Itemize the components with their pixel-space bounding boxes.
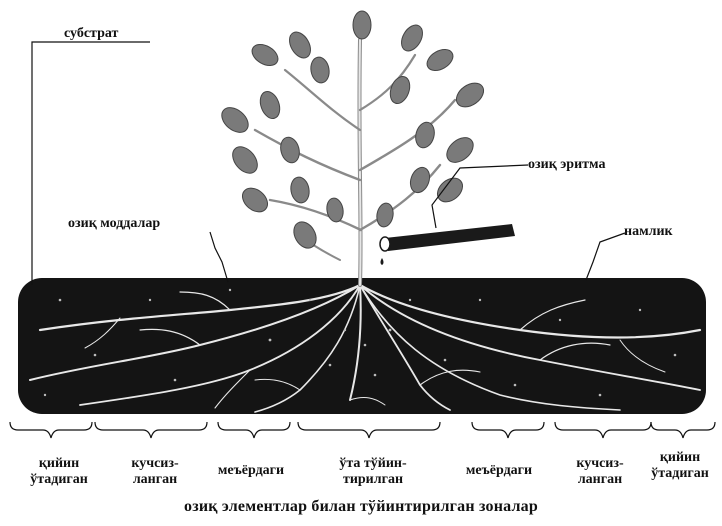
figure-caption: озиқ элементлар билан тўйинтирилган зона… [0, 498, 722, 516]
plant-stem [255, 40, 455, 285]
label-nutrients: озиқ моддалар [68, 216, 160, 231]
zone-label-2: кучсиз-ланган [110, 456, 200, 488]
label-moisture: намлик [624, 224, 673, 239]
substrate-slab [18, 278, 706, 414]
zone-label-6: кучсиз-ланган [555, 456, 645, 488]
label-nutrient-solution: озиқ эритма [528, 157, 605, 172]
label-substrate: субстрат [64, 26, 118, 41]
zone-label-3: меъёрдаги [206, 463, 296, 479]
zone-label-4: ўта тўйин-тирилган [318, 456, 428, 488]
zone-braces [10, 422, 715, 438]
nutrient-tube [380, 224, 515, 265]
zone-label-5: меъёрдаги [454, 463, 544, 479]
